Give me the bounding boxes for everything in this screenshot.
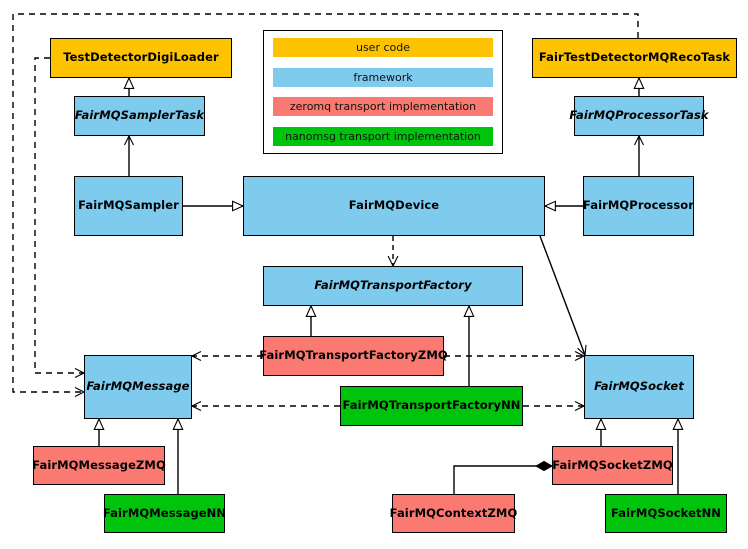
- class-node-testdetectordigiloader[interactable]: TestDetectorDigiLoader: [50, 38, 232, 78]
- class-node-fairmqprocessortask[interactable]: FairMQProcessorTask: [569, 96, 709, 136]
- class-node-fairmqtransportfactory[interactable]: FairMQTransportFactory: [263, 266, 523, 306]
- class-node-fairmqsocketnn[interactable]: FairMQSocketNN: [605, 494, 727, 533]
- class-node-fairmqdevice[interactable]: FairMQDevice: [243, 176, 545, 236]
- legend-item-zeromq: zeromq transport implementation: [273, 97, 493, 117]
- class-node-fairmqprocessor[interactable]: FairMQProcessor: [583, 176, 694, 236]
- class-node-fairtestdetectormqrecotask[interactable]: FairTestDetectorMQRecoTask: [532, 38, 737, 78]
- class-node-fairmqsocketzmq[interactable]: FairMQSocketZMQ: [552, 446, 673, 485]
- class-node-fairmqsampler[interactable]: FairMQSampler: [74, 176, 183, 236]
- legend-item-framework: framework: [273, 67, 493, 87]
- edge-contextzmq-to-socketzmq: [453, 460, 554, 494]
- class-node-fairmqmessage[interactable]: FairMQMessage: [84, 355, 192, 419]
- class-node-fairmqmessagenn[interactable]: FairMQMessageNN: [103, 494, 226, 533]
- legend: user code framework zeromq transport imp…: [263, 30, 503, 154]
- class-node-fairmqsocket[interactable]: FairMQSocket: [584, 355, 694, 419]
- class-node-fairmqcontextzmq[interactable]: FairMQContextZMQ: [390, 494, 517, 533]
- class-node-fairmqmessagezmq[interactable]: FairMQMessageZMQ: [32, 446, 166, 485]
- edge-device-to-socket: [539, 235, 587, 357]
- class-node-fairmqtransportfactoryzmq[interactable]: FairMQTransportFactoryZMQ: [259, 336, 448, 376]
- legend-item-user-code: user code: [273, 38, 493, 57]
- legend-item-nanomsg: nanomsg transport implementation: [273, 126, 493, 146]
- class-node-fairmqtransportfactorynn[interactable]: FairMQTransportFactoryNN: [340, 386, 523, 426]
- class-node-fairmqsamplertask[interactable]: FairMQSamplerTask: [74, 96, 205, 136]
